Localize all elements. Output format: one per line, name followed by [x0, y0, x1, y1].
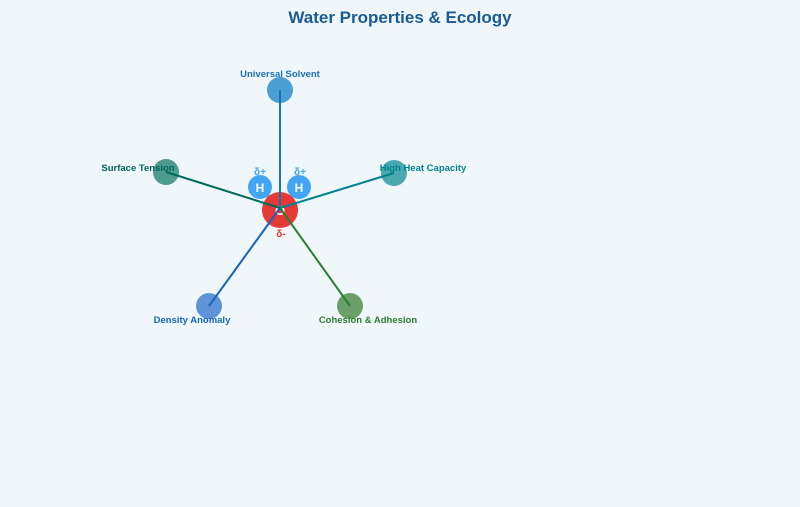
oxygen-label: O	[275, 203, 285, 218]
label-surface-tension: Surface Tension	[101, 163, 174, 174]
delta-minus: δ-	[276, 229, 285, 240]
hydrogen-atom-left	[248, 175, 272, 199]
connector-density-anomaly	[208, 207, 281, 307]
connector-lines-overlay	[165, 90, 395, 307]
delta-plus-left: δ+	[254, 167, 266, 178]
diagram-title: Water Properties & Ecology	[288, 8, 512, 27]
hydrogen-label-right: H	[295, 181, 304, 195]
hydrogen-atom-right	[287, 175, 311, 199]
hydrogen-label-left: H	[256, 181, 265, 195]
connector-cohesion-adhesion	[279, 207, 351, 307]
connector-high-heat-capacity	[279, 172, 395, 209]
label-density-anomaly: Density Anomaly	[154, 315, 231, 326]
connector-surface-tension	[165, 171, 281, 209]
delta-plus-right: δ+	[294, 167, 306, 178]
label-universal-solvent: Universal Solvent	[240, 69, 321, 80]
label-cohesion-adhesion: Cohesion & Adhesion	[319, 315, 418, 326]
label-high-heat-capacity: High Heat Capacity	[380, 163, 467, 174]
